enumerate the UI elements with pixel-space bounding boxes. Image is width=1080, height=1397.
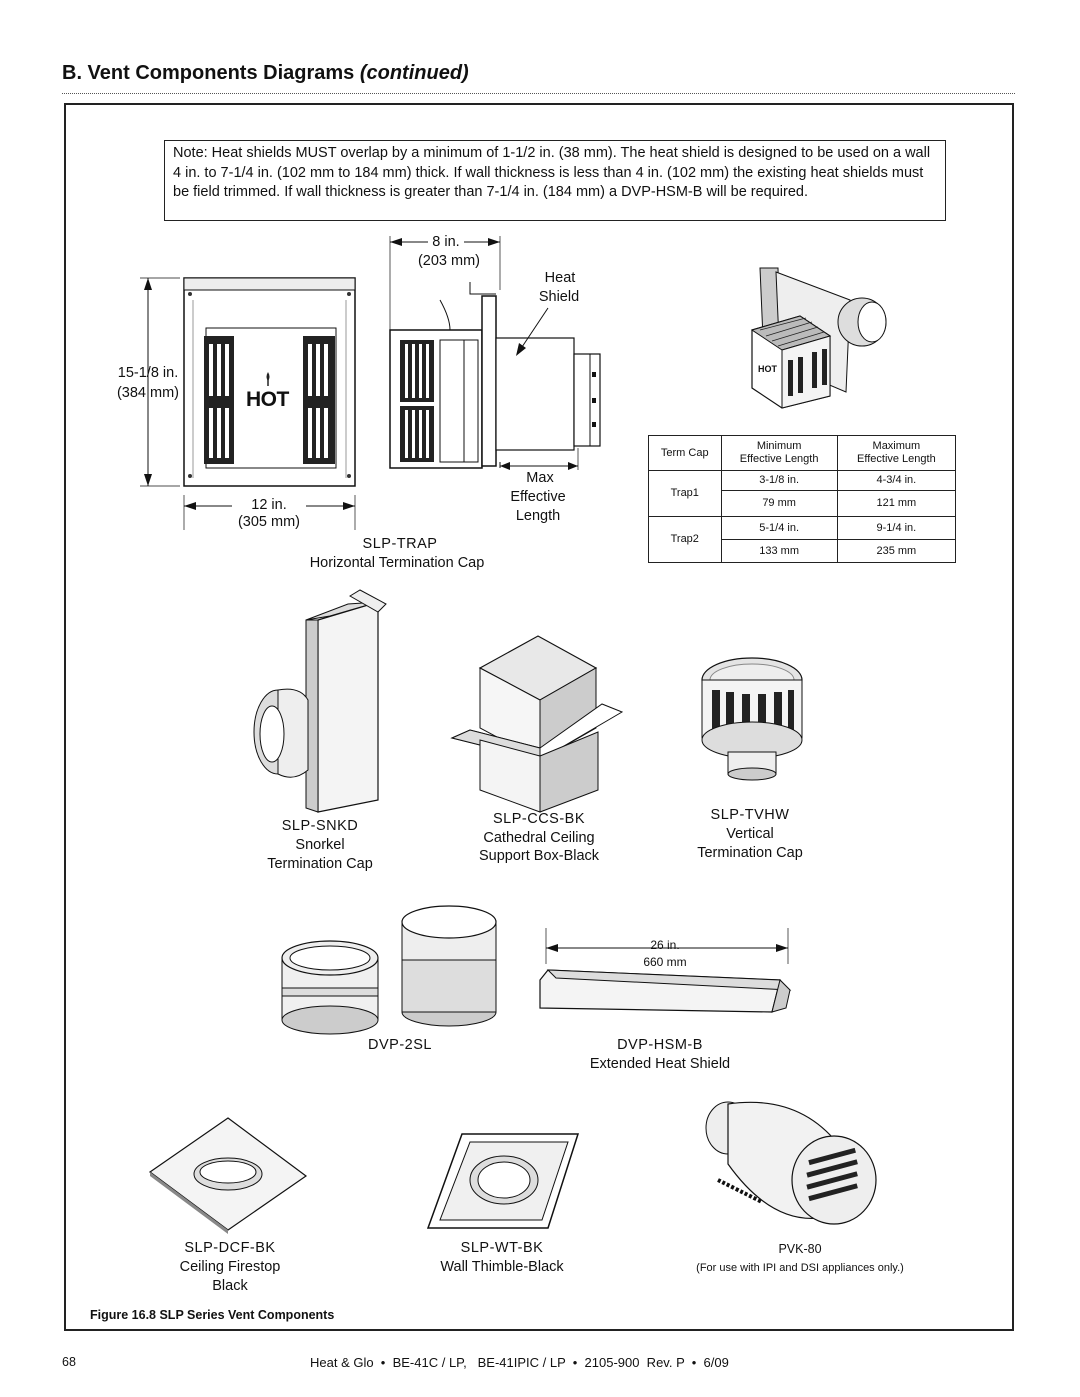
table-row: Trap1 3-1/8 in. 4-3/4 in.	[648, 470, 957, 517]
dvp-hsm-b-code: DVP-HSM-B	[617, 1037, 703, 1053]
slp-dcf-bk-line2: Black	[212, 1278, 248, 1294]
termination-cap-table: Term Cap Minimum Effective Length Maximu…	[648, 435, 957, 563]
max-length-label-2: Effective	[510, 489, 566, 505]
figure-caption: Figure 16.8 SLP Series Vent Components	[90, 1308, 335, 1322]
page-title: B. Vent Components Diagrams (continued)	[62, 62, 469, 84]
table-row: 79 mm 121 mm	[649, 490, 957, 517]
slp-tvhw-line1: Vertical	[726, 826, 774, 842]
hsm-dim-in: 26 in.	[650, 938, 680, 952]
slp-ccs-bk-code: SLP-CCS-BK	[492, 811, 586, 827]
table-header-maximum: Maximum Effective Length	[836, 435, 957, 471]
heat-shield-note: Note: Heat shields MUST overlap by a min…	[164, 140, 946, 221]
max-length-label-1: Max	[526, 470, 554, 486]
figure-frame	[64, 103, 1014, 1331]
hsm-dim-mm: 660 mm	[643, 955, 687, 969]
table-row: Trap2 5-1/4 in. 9-1/4 in.	[648, 516, 957, 563]
slp-wt-bk-line1: Wall Thimble-Black	[440, 1259, 564, 1275]
trap-height-mm: (384 mm)	[116, 385, 180, 401]
slp-wt-bk-code: SLP-WT-BK	[460, 1240, 544, 1256]
table-header-minimum: Minimum Effective Length	[720, 435, 838, 471]
title-divider	[62, 93, 1015, 94]
slp-dcf-bk-code: SLP-DCF-BK	[184, 1240, 276, 1256]
heat-shield-label-1: Heat	[544, 270, 576, 286]
slp-tvhw-code: SLP-TVHW	[710, 807, 790, 823]
dvp-hsm-b-line1: Extended Heat Shield	[589, 1056, 731, 1072]
slp-snkd-line1: Snorkel	[295, 837, 345, 853]
slp-ccs-bk-line1: Cathedral Ceiling	[483, 830, 595, 846]
trap-depth-mm: (203 mm)	[417, 253, 481, 269]
table-row: 133 mm 235 mm	[649, 539, 957, 563]
trap-height-in: 15-1/8 in.	[117, 365, 179, 381]
dvp-2sl-code: DVP-2SL	[368, 1037, 432, 1053]
slp-trap-desc: Horizontal Termination Cap	[309, 555, 485, 571]
slp-snkd-code: SLP-SNKD	[281, 818, 359, 834]
slp-snkd-line2: Termination Cap	[267, 856, 373, 872]
trap-width-in: 12 in.	[251, 497, 287, 513]
max-length-label-3: Length	[515, 508, 561, 524]
footer-doc-info: Heat & Glo • BE-41C / LP, BE-41IPIC / LP…	[310, 1355, 729, 1370]
slp-ccs-bk-line2: Support Box-Black	[478, 848, 600, 864]
pvk-80-note: (For use with IPI and DSI appliances onl…	[696, 1262, 904, 1274]
trap-depth-in: 8 in.	[432, 234, 460, 250]
trap-width-mm: (305 mm)	[237, 514, 301, 530]
slp-trap-code: SLP-TRAP	[362, 536, 438, 552]
table-header-term-cap: Term Cap	[648, 435, 722, 471]
pvk-80-code: PVK-80	[778, 1242, 822, 1256]
hot-warning-label: HOT	[246, 388, 289, 411]
slp-dcf-bk-line1: Ceiling Firestop	[179, 1259, 281, 1275]
page-number: 68	[62, 1355, 76, 1369]
slp-tvhw-line2: Termination Cap	[697, 845, 803, 861]
heat-shield-label-2: Shield	[538, 289, 580, 305]
